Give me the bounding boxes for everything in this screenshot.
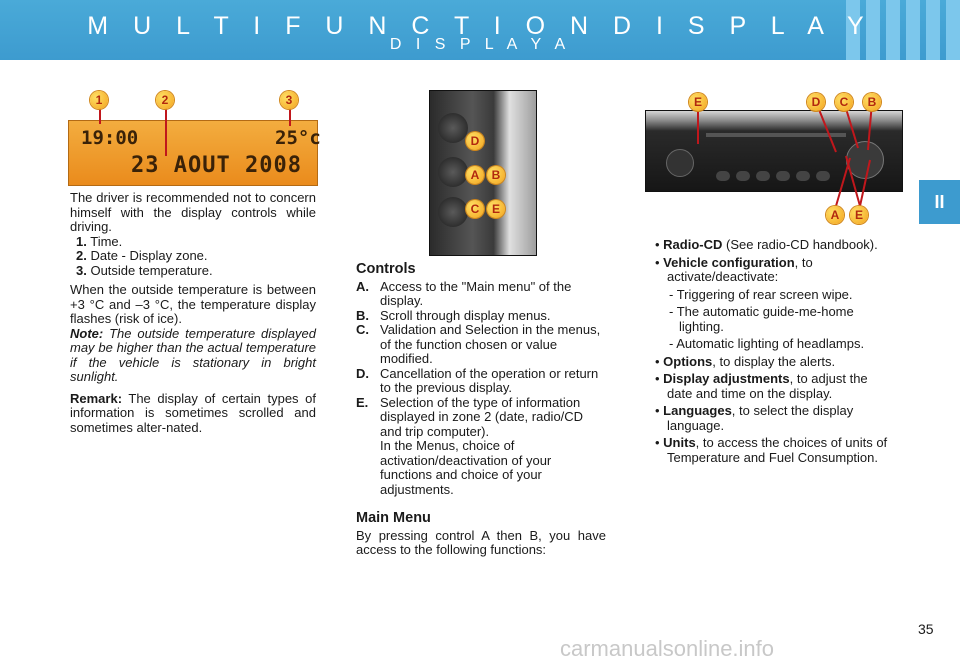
preset-button [796, 171, 810, 181]
callout-b: B [487, 166, 505, 184]
pointer-line-1 [99, 100, 101, 124]
control-knob [438, 197, 468, 227]
vehicle-config-sub-item: - Automatic lighting of headlamps. [669, 336, 865, 351]
preset-button [776, 171, 790, 181]
radio-unit-photo [645, 110, 903, 192]
header-banner: M U L T I F U N C T I O N D I S P L A Y … [0, 0, 960, 60]
temperature-paragraph: When the outside temperature is between … [70, 282, 316, 326]
page-number: 35 [918, 621, 934, 637]
pointer-line-3 [289, 100, 291, 126]
callout-d: D [807, 93, 825, 111]
watermark: carmanualsonline.info [560, 636, 775, 661]
menu-function-languages: • Languages, to select the display langu… [655, 403, 854, 433]
control-item-extra: In the Menus, choice of activation/deact… [380, 438, 552, 497]
preset-button [736, 171, 750, 181]
header-stripes [846, 0, 960, 60]
section-tab: II [919, 180, 960, 224]
volume-knob [666, 149, 694, 177]
column-display-info: The driver is recommended not to concern… [70, 190, 316, 435]
callout-e: E [850, 206, 868, 224]
page-subtitle: D I S P L A Y A [389, 36, 571, 53]
lcd-time: 19:00 [81, 127, 139, 149]
preset-button [716, 171, 730, 181]
callout-c: C [835, 93, 853, 111]
callout-a: A [826, 206, 844, 224]
lcd-temperature: 25°c [275, 127, 321, 149]
cd-slot [706, 133, 846, 137]
preset-button [756, 171, 770, 181]
menu-function-options: • Options, to display the alerts. [655, 353, 836, 369]
menu-function-vehicle-config: • Vehicle configuration, to activate/dea… [655, 254, 813, 284]
lcd-date: 23 AOUT 2008 [131, 153, 302, 178]
callout-2: 2 [156, 91, 174, 109]
vehicle-config-sub-item: - Triggering of rear screen wipe. [669, 286, 853, 302]
callout-a: A [466, 166, 484, 184]
menu-function-display-adjustments: • Display adjustments, to adjust the dat… [655, 371, 868, 401]
list-item: 1. Time. [76, 233, 123, 249]
controls-heading: Controls [356, 261, 416, 277]
callout-3: 3 [280, 91, 298, 109]
control-knob [438, 113, 468, 143]
remark-paragraph: Remark: The display of certain types of … [70, 390, 316, 435]
callout-e: E [689, 93, 707, 111]
display-zone-list: 1. Time. 2. Date - Display zone. 3. Outs… [70, 233, 316, 279]
menu-function-radio-cd: • Radio-CD (See radio-CD handbook). [655, 237, 878, 252]
main-menu-heading: Main Menu [356, 510, 431, 526]
intro-paragraph: The driver is recommended not to concern… [70, 190, 316, 234]
pointer-line-2 [165, 100, 167, 156]
note-paragraph: Note: The outside temperature displayed … [70, 325, 316, 384]
control-item: B.Scroll through display menus. [356, 307, 551, 323]
column-menu-functions: • Radio-CD (See radio-CD handbook). • Ve… [655, 237, 895, 465]
control-item: A.Access to the "Main menu" of the displ… [356, 278, 572, 308]
callout-d: D [466, 132, 484, 150]
page-title: M U L T I F U N C T I O N D I S P L A Y [87, 12, 873, 40]
preset-button [816, 171, 830, 181]
callout-e: E [487, 200, 505, 218]
callout-c: C [466, 200, 484, 218]
callout-1: 1 [90, 91, 108, 109]
navigation-pad [846, 141, 884, 179]
vehicle-config-sub-item: - The automatic guide-me-home lighting. [669, 304, 854, 334]
control-item: E.Selection of the type of information d… [356, 394, 584, 439]
list-item: 2. Date - Display zone. [76, 248, 208, 263]
control-knob [438, 157, 468, 187]
lcd-display-figure: 19:00 25°c 23 AOUT 2008 [68, 120, 321, 186]
column-controls: Controls A.Access to the "Main menu" of … [356, 262, 606, 558]
control-item: C.Validation and Selection in the menus,… [356, 322, 601, 366]
menu-function-units: • Units, to access the choices of units … [655, 435, 888, 465]
list-item: 3. Outside temperature. [76, 262, 213, 278]
control-item: D.Cancellation of the operation or retur… [356, 365, 599, 395]
callout-b: B [863, 93, 881, 111]
main-menu-paragraph: By pressing control A then B, you have a… [356, 527, 606, 557]
